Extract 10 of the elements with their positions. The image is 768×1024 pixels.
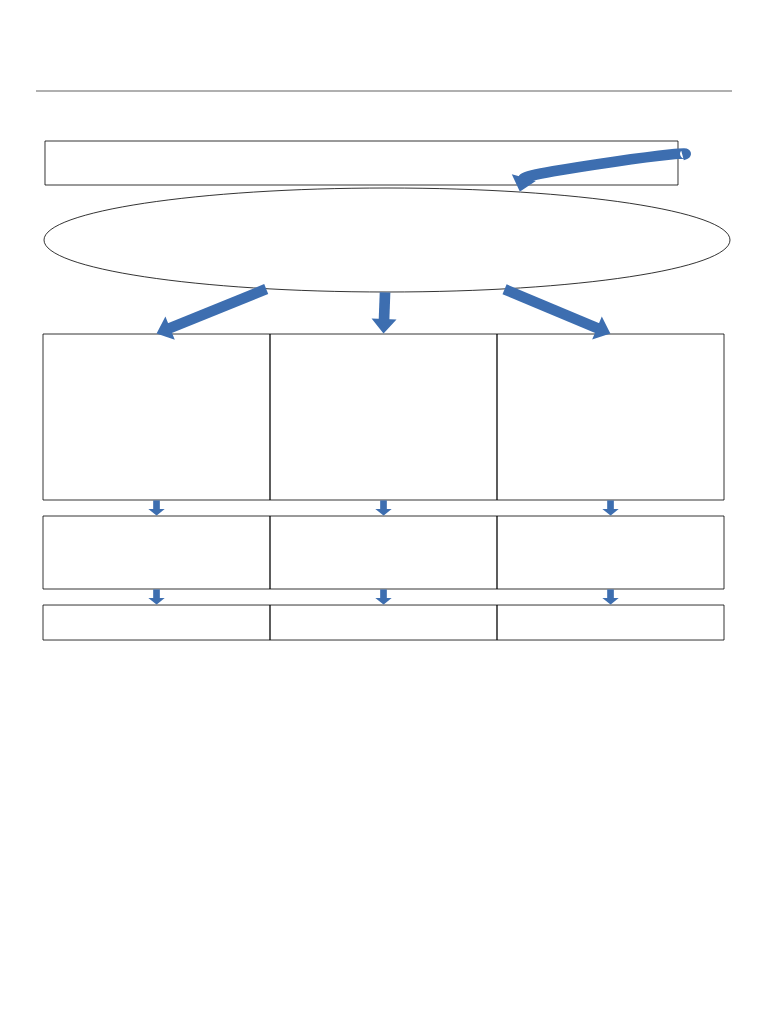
ellipse-shape [43,187,731,293]
process-box [269,604,498,641]
process-box [42,333,271,501]
process-box [42,515,271,590]
process-box [269,333,498,501]
process-box [496,604,725,641]
process-box [269,515,498,590]
process-box [42,604,271,641]
process-box [496,333,725,501]
process-box [496,515,725,590]
